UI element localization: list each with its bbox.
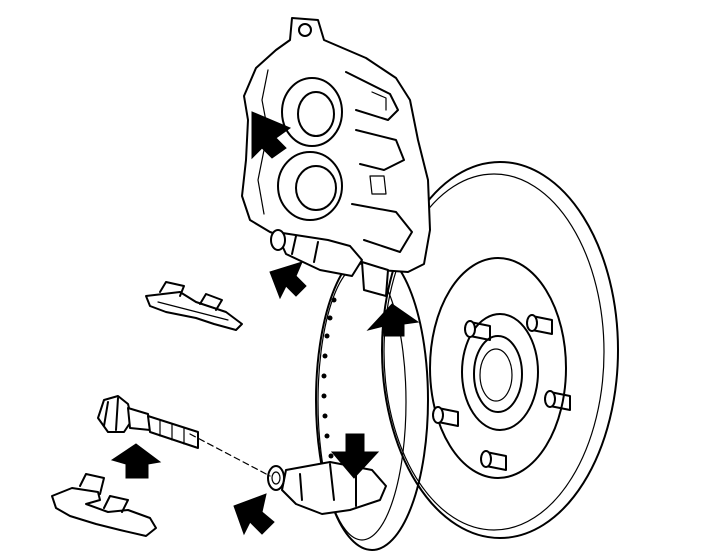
wheel-stud bbox=[544, 390, 571, 411]
arrow-bracket-lower bbox=[330, 433, 380, 479]
pad-retainer-clip-upper bbox=[145, 281, 243, 331]
wheel-stud bbox=[432, 406, 459, 427]
caliper-bracket bbox=[267, 461, 387, 515]
brake-rotor bbox=[315, 161, 619, 551]
arrow-guide-pin-bolt bbox=[110, 443, 162, 479]
arrow-lower-guide-pin bbox=[233, 493, 275, 536]
guide-pin-bolt bbox=[97, 395, 271, 477]
callout-arrows bbox=[110, 111, 420, 536]
pad-retainer-clip-lower bbox=[51, 473, 157, 537]
wheel-studs bbox=[432, 314, 571, 471]
arrow-bracket-upper bbox=[366, 303, 420, 337]
wheel-stud bbox=[526, 314, 553, 335]
arrow-upper-guide-pin bbox=[269, 261, 307, 300]
guide-pin-boot-upper bbox=[270, 229, 389, 297]
wheel-hub bbox=[461, 313, 539, 431]
arrow-caliper-body bbox=[251, 111, 292, 160]
wheel-stud bbox=[464, 320, 491, 341]
wheel-stud bbox=[480, 450, 507, 471]
